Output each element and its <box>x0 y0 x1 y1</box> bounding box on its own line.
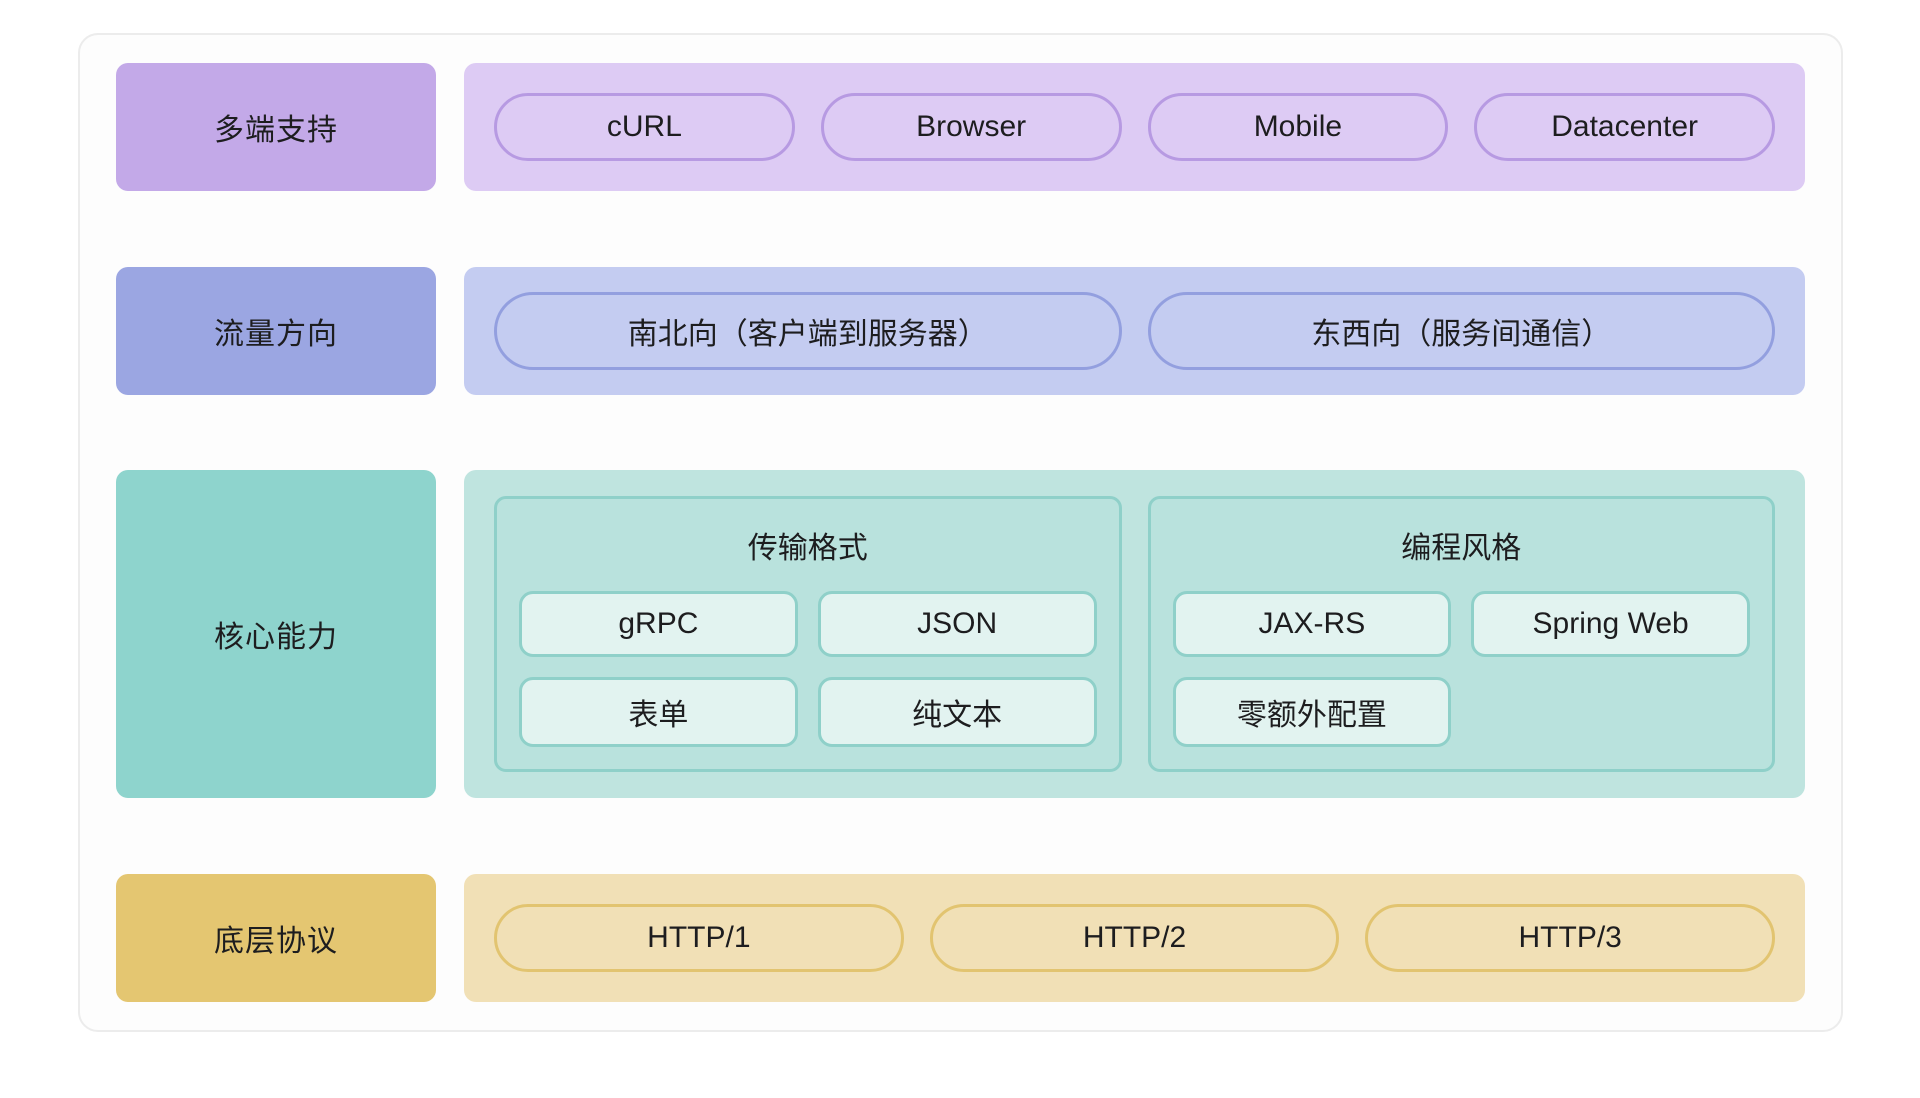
layer-row-traffic: 流量方向 南北向（客户端到服务器） 东西向（服务间通信） <box>116 266 1805 395</box>
core-group-transport-format: 传输格式 gRPC JSON 表单 纯文本 <box>494 496 1122 773</box>
client-pill-curl[interactable]: cURL <box>494 93 795 161</box>
layer-row-clients: 多端支持 cURL Browser Mobile Datacenter <box>116 63 1805 191</box>
core-chip-grpc[interactable]: gRPC <box>519 591 798 658</box>
core-chip-form[interactable]: 表单 <box>519 677 798 748</box>
traffic-pill-east-west[interactable]: 东西向（服务间通信） <box>1147 291 1775 370</box>
layer-band-traffic: 南北向（客户端到服务器） 东西向（服务间通信） <box>464 266 1805 395</box>
layer-row-core: 核心能力 传输格式 gRPC JSON 表单 纯文本 编程风格 JAX-RS <box>116 470 1805 799</box>
traffic-pill-north-south[interactable]: 南北向（客户端到服务器） <box>494 291 1122 370</box>
protocol-pill-http1[interactable]: HTTP/1 <box>494 903 904 972</box>
core-chip-json[interactable]: JSON <box>817 591 1097 658</box>
client-pill-mobile[interactable]: Mobile <box>1147 93 1449 161</box>
layer-row-protocols: 底层协议 HTTP/1 HTTP/2 HTTP/3 <box>116 873 1805 1002</box>
core-chip-spring-web[interactable]: Spring Web <box>1471 591 1750 658</box>
core-chip-plaintext[interactable]: 纯文本 <box>817 677 1097 748</box>
core-chip-jax-rs[interactable]: JAX-RS <box>1172 591 1452 658</box>
layer-band-protocols: HTTP/1 HTTP/2 HTTP/3 <box>464 873 1805 1002</box>
architecture-layer-card: 多端支持 cURL Browser Mobile Datacenter 流量方向… <box>78 33 1843 1032</box>
layer-label-protocols: 底层协议 <box>116 873 436 1002</box>
core-chip-zero-config[interactable]: 零额外配置 <box>1172 677 1452 748</box>
client-pill-datacenter[interactable]: Datacenter <box>1474 93 1775 161</box>
core-chip-grid-programming-style: JAX-RS Spring Web 零额外配置 <box>1172 591 1750 748</box>
core-group-programming-style: 编程风格 JAX-RS Spring Web 零额外配置 <box>1147 496 1775 773</box>
layer-band-clients: cURL Browser Mobile Datacenter <box>464 63 1805 191</box>
layer-label-traffic: 流量方向 <box>116 266 436 395</box>
core-group-title-transport-format: 传输格式 <box>747 532 868 566</box>
layer-band-core: 传输格式 gRPC JSON 表单 纯文本 编程风格 JAX-RS Spring… <box>464 470 1805 799</box>
client-pill-browser[interactable]: Browser <box>820 93 1122 161</box>
protocol-pill-http3[interactable]: HTTP/3 <box>1365 903 1776 972</box>
protocol-pill-http2[interactable]: HTTP/2 <box>929 903 1340 972</box>
layer-label-core: 核心能力 <box>116 470 436 799</box>
core-group-title-programming-style: 编程风格 <box>1401 532 1522 566</box>
layer-label-clients: 多端支持 <box>116 63 436 191</box>
core-chip-grid-transport-format: gRPC JSON 表单 纯文本 <box>519 591 1097 748</box>
